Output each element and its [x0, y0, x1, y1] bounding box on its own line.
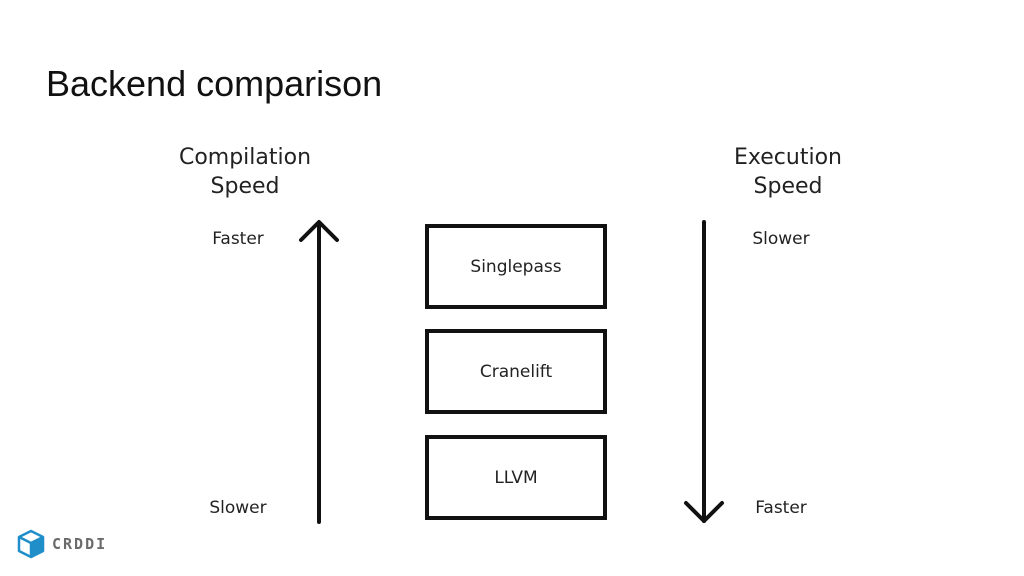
backend-label-singlepass: Singlepass — [470, 256, 562, 277]
compilation-slower-label: Slower — [209, 498, 267, 518]
compilation-speed-heading: Compilation Speed — [145, 143, 345, 201]
cube-icon — [17, 529, 45, 559]
backend-box-llvm: LLVM — [425, 435, 607, 520]
compilation-faster-label: Faster — [212, 229, 264, 249]
logo-text: CRDDI — [52, 535, 108, 553]
up-arrow-icon — [299, 220, 339, 524]
company-logo: CRDDI — [16, 528, 107, 560]
down-arrow-icon — [684, 220, 724, 523]
execution-speed-heading: Execution Speed — [688, 143, 888, 201]
slide-title: Backend comparison — [46, 63, 383, 104]
backend-box-cranelift: Cranelift — [425, 329, 607, 414]
execution-speed-heading-line2: Speed — [753, 174, 823, 199]
backend-label-llvm: LLVM — [494, 467, 538, 488]
execution-speed-heading-line1: Execution — [734, 145, 842, 170]
backend-label-cranelift: Cranelift — [479, 361, 553, 382]
backend-box-singlepass: Singlepass — [425, 224, 607, 309]
execution-slower-label: Slower — [752, 229, 810, 249]
compilation-speed-heading-line2: Speed — [210, 174, 280, 199]
execution-faster-label: Faster — [755, 498, 807, 518]
compilation-speed-heading-line1: Compilation — [178, 145, 312, 170]
